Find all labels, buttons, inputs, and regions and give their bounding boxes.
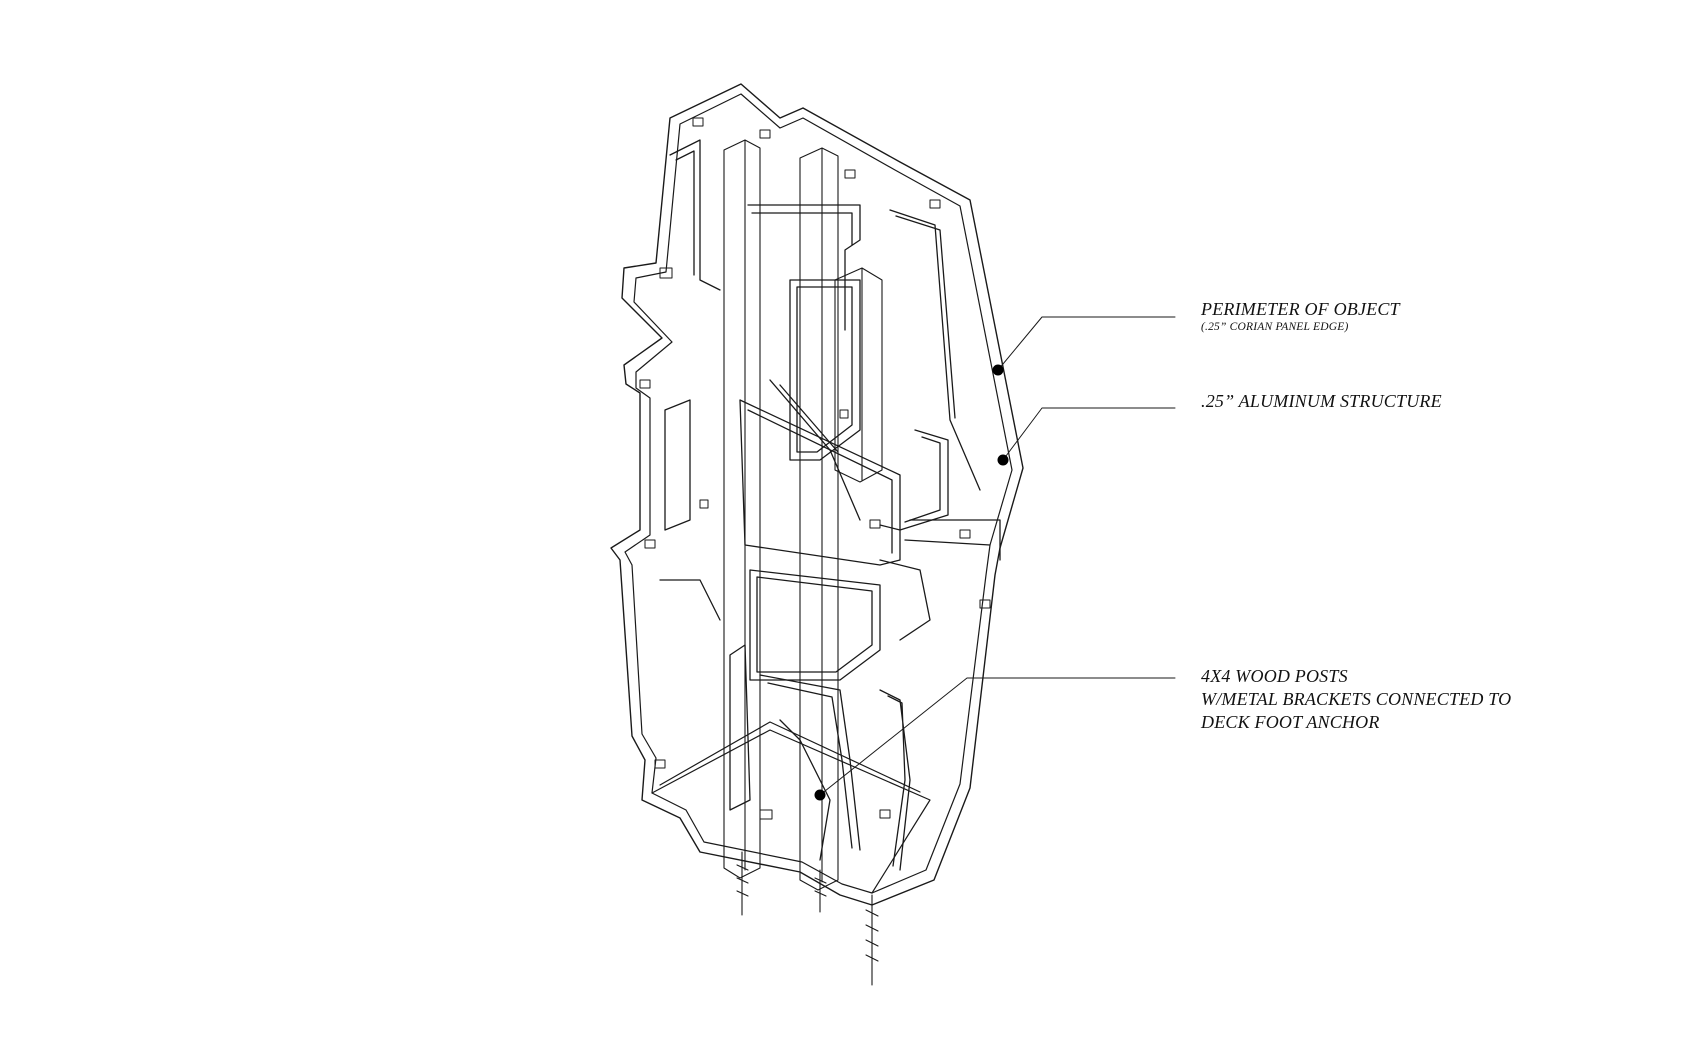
leader-dot-aluminum (997, 454, 1009, 466)
object-perimeter-outer (610, 83, 1024, 906)
object-perimeter-inner (624, 93, 1013, 894)
deck-foot-anchors (736, 851, 879, 986)
annotation-perimeter-title: PERIMETER OF OBJECT (1201, 299, 1400, 319)
leader-dot-perimeter (992, 364, 1004, 376)
annotation-perimeter-subtitle: (.25” CORIAN PANEL EDGE) (1201, 321, 1349, 333)
floor-frame (651, 721, 931, 894)
annotation-posts-line1: 4X4 WOOD POSTS (1201, 666, 1348, 686)
annotation-aluminum-title: .25” ALUMINUM STRUCTURE (1201, 391, 1442, 411)
leader-perimeter (997, 316, 1176, 371)
leader-aluminum (1002, 407, 1176, 461)
annotation-perimeter: PERIMETER OF OBJECT (.25” CORIAN PANEL E… (1201, 298, 1400, 334)
annotation-posts-line3: DECK FOOT ANCHOR (1201, 712, 1380, 732)
leader-posts (819, 677, 1176, 796)
leader-dot-posts (814, 789, 826, 801)
metal-brackets (639, 117, 991, 820)
wood-posts (723, 139, 883, 891)
leader-lines (819, 316, 1176, 796)
annotation-aluminum: .25” ALUMINUM STRUCTURE (1201, 390, 1442, 413)
annotation-posts: 4X4 WOOD POSTS W/METAL BRACKETS CONNECTE… (1201, 665, 1511, 734)
annotation-posts-line2: W/METAL BRACKETS CONNECTED TO (1201, 689, 1512, 709)
aluminum-structure (659, 139, 1001, 871)
